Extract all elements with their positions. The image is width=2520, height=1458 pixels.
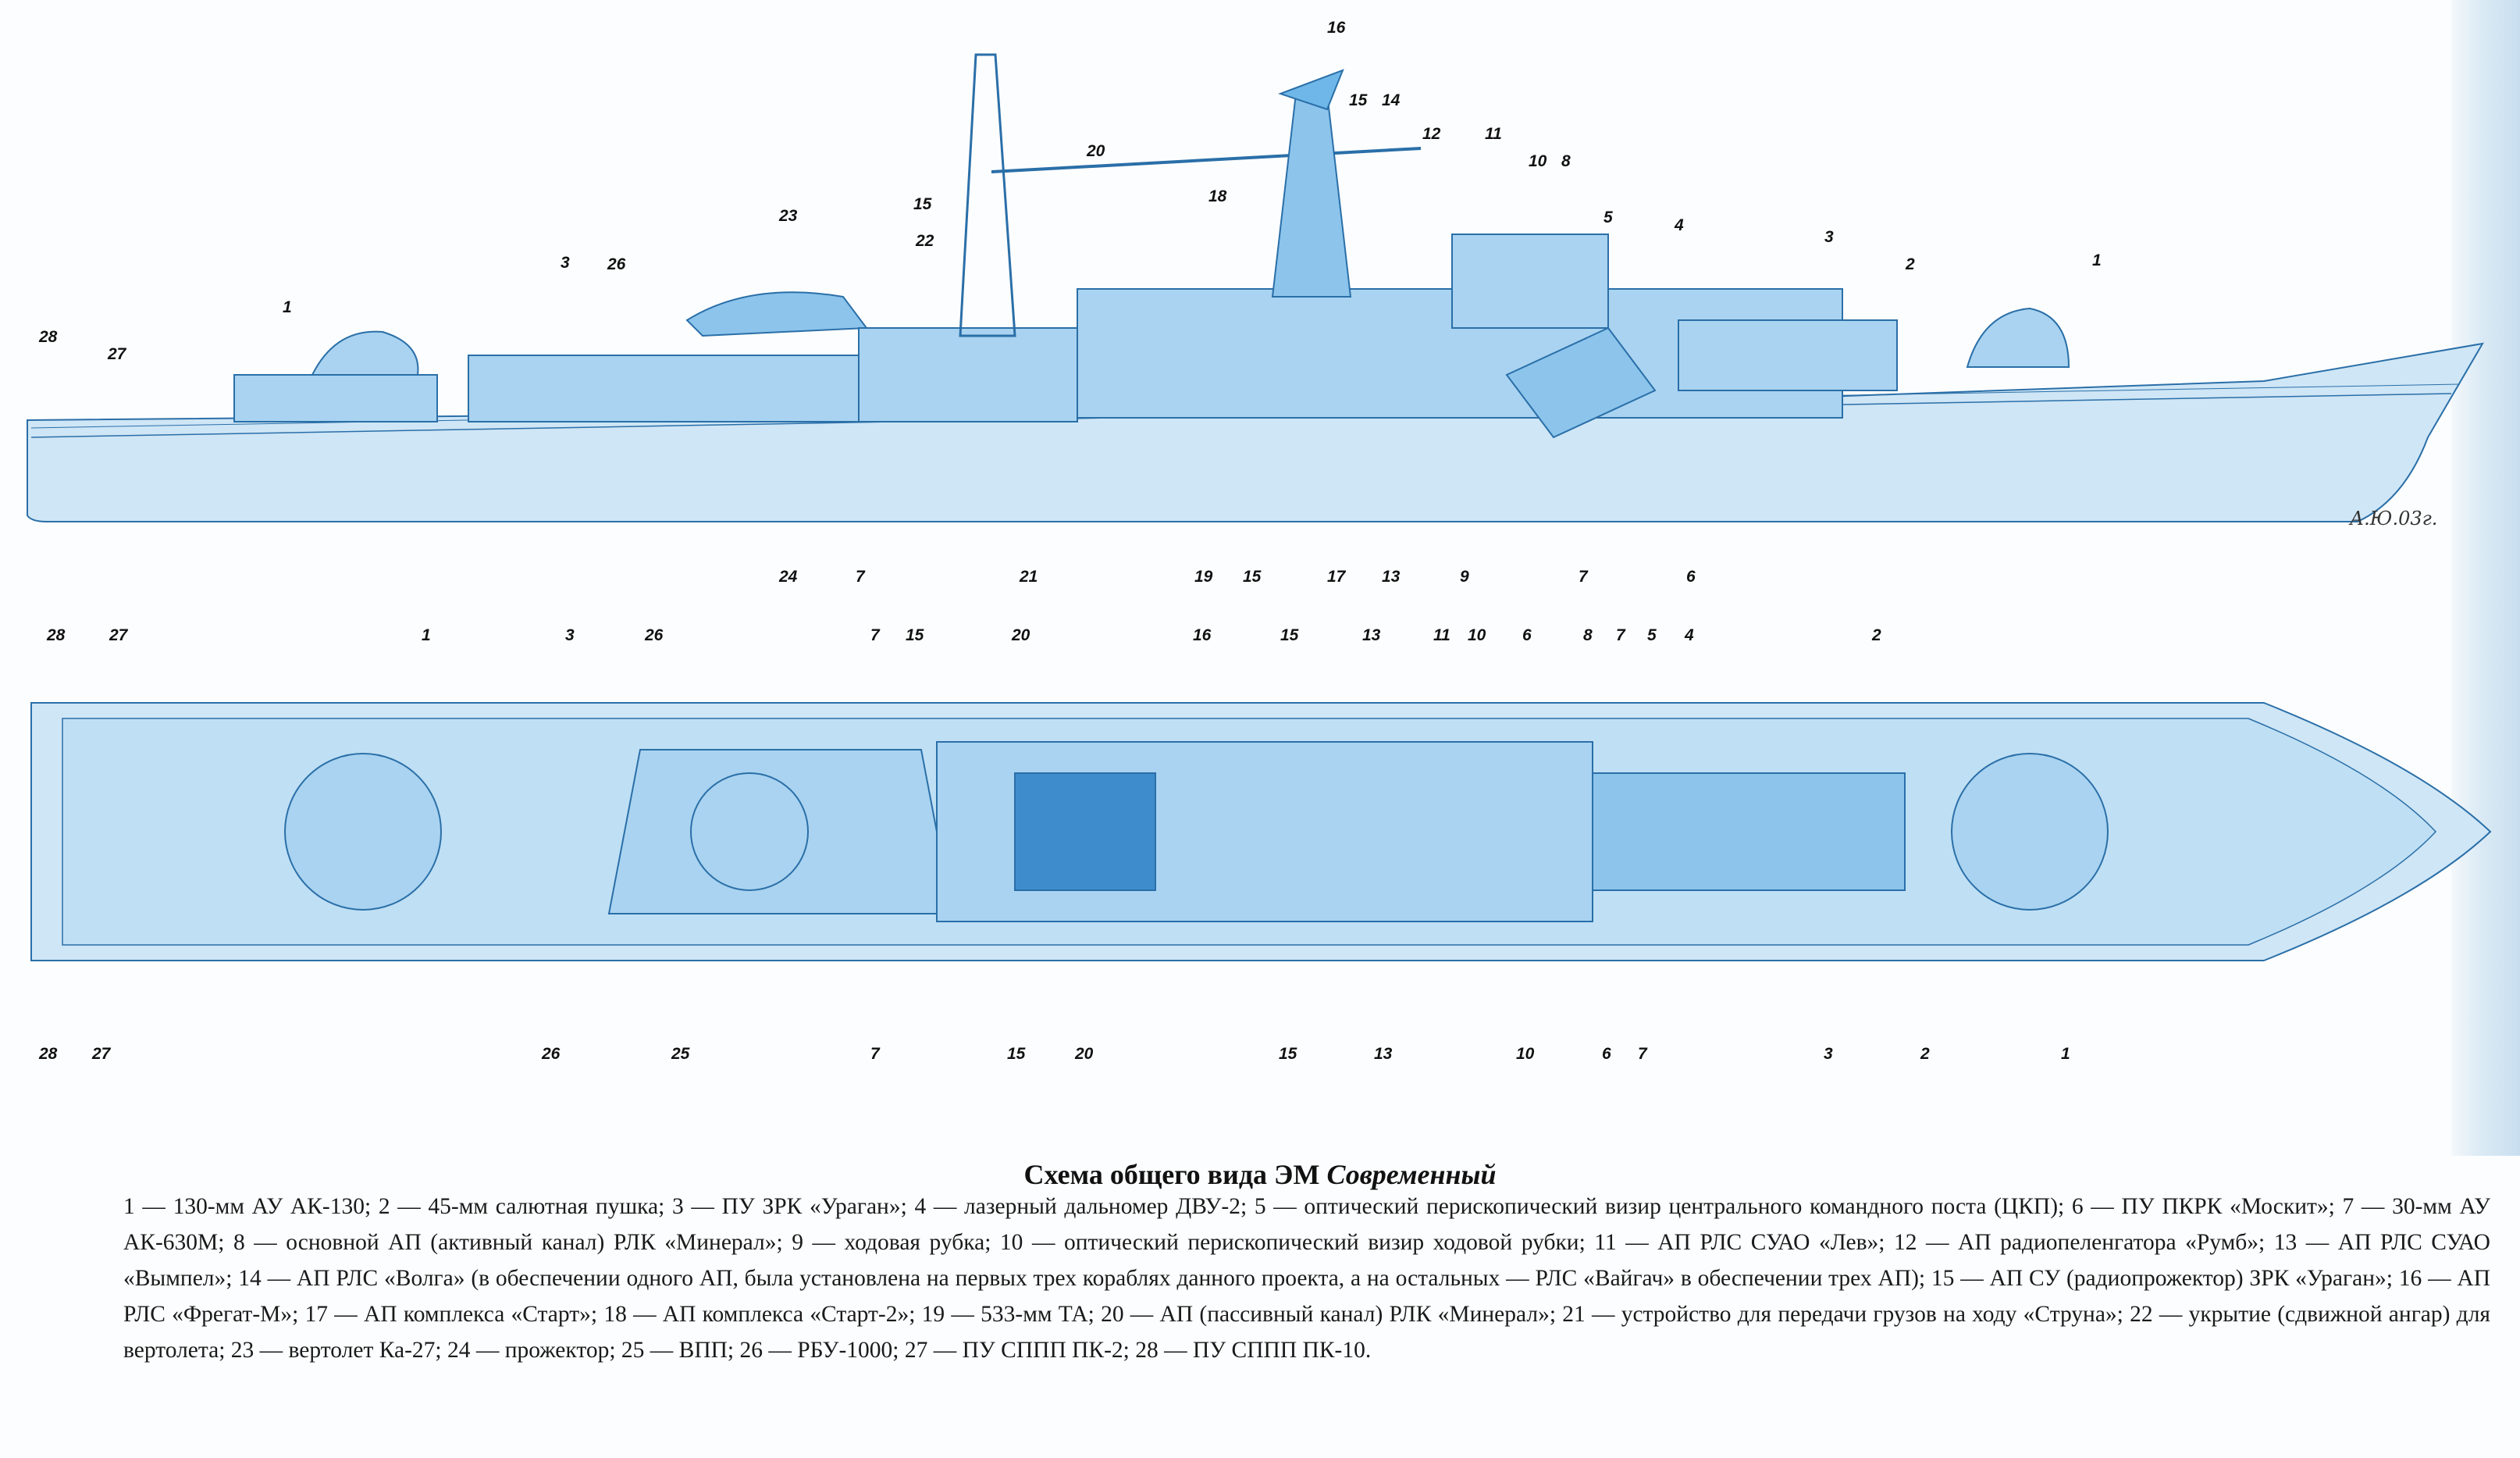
side-label: 4 [1674, 216, 1684, 234]
plan-fwd-block [1592, 772, 1906, 891]
plan-label: 7 [1638, 1045, 1648, 1063]
plan-label: 7 [870, 626, 881, 644]
fwd-superstructure [1678, 319, 1898, 391]
plan-label: 10 [1516, 1045, 1535, 1063]
plan-label: 2 [1871, 626, 1881, 644]
side-label: 24 [778, 568, 798, 586]
plan-label: 13 [1362, 626, 1381, 644]
plan-label: 7 [1616, 626, 1626, 644]
plan-label: 16 [1193, 626, 1212, 644]
side-label: 12 [1422, 125, 1441, 143]
callout-labels: 28 27 1 3 26 23 22 15 20 18 16 15 14 12 … [38, 19, 2102, 1063]
side-label: 1 [283, 298, 292, 316]
plan-label: 1 [2061, 1045, 2070, 1063]
side-label: 13 [1382, 568, 1401, 586]
side-hull [27, 342, 2484, 522]
side-label: 20 [1086, 142, 1105, 160]
caption-title-ship: Современный [1326, 1159, 1497, 1190]
radar-antenna [1278, 69, 1344, 111]
side-label: 17 [1327, 568, 1347, 586]
plan-label: 7 [870, 1045, 881, 1063]
bridge-block [1451, 233, 1609, 329]
side-label: 11 [1485, 125, 1502, 143]
artist-signature: А.Ю.03г. [2350, 508, 2438, 529]
missile-launchers [1505, 326, 1657, 439]
fwd-turret [1966, 307, 2070, 368]
plan-label: 27 [109, 626, 129, 644]
plan-view [30, 702, 2492, 961]
side-label: 9 [1460, 568, 1469, 586]
side-label: 7 [856, 568, 866, 586]
flight-deck [607, 749, 954, 914]
plan-label: 15 [1007, 1045, 1026, 1063]
side-label: 5 [1603, 209, 1613, 226]
plan-label: 15 [1280, 626, 1299, 644]
side-label: 23 [778, 207, 798, 225]
aft-turret-base [233, 374, 438, 422]
plan-label: 26 [644, 626, 664, 644]
main-mast [1271, 93, 1352, 298]
side-label: 26 [607, 255, 626, 273]
ship-drawing: 28 27 1 3 26 23 22 15 20 18 16 15 14 12 … [27, 19, 2492, 1063]
side-label: 15 [913, 195, 932, 213]
aft-lattice-mast [959, 53, 1016, 337]
side-label: 28 [38, 328, 58, 346]
plan-label: 3 [565, 626, 575, 644]
side-label: 15 [1243, 568, 1262, 586]
plan-label: 28 [38, 1045, 58, 1063]
plan-label: 5 [1647, 626, 1657, 644]
side-label: 14 [1382, 91, 1401, 109]
side-view [27, 53, 2484, 522]
side-label: 18 [1208, 187, 1227, 205]
side-label: 6 [1686, 568, 1696, 586]
side-label: 15 [1349, 91, 1368, 109]
caption-title-plain: Схема общего вида ЭМ [1023, 1159, 1327, 1190]
plan-label: 25 [671, 1045, 690, 1063]
aft-superstructure [468, 355, 860, 422]
plan-label: 2 [1920, 1045, 1930, 1063]
plan-label: 3 [1824, 1045, 1833, 1063]
plan-label: 27 [91, 1045, 112, 1063]
side-label: 16 [1327, 19, 1346, 37]
side-label: 22 [915, 232, 934, 250]
plan-label: 26 [541, 1045, 561, 1063]
landing-circle [690, 772, 809, 891]
aft-turret-ring [284, 753, 442, 911]
side-label: 1 [2092, 251, 2102, 269]
plan-label: 6 [1522, 626, 1532, 644]
side-label: 7 [1579, 568, 1589, 586]
plan-label: 28 [46, 626, 66, 644]
side-label: 3 [561, 254, 570, 272]
side-label: 10 [1529, 152, 1547, 170]
side-label: 8 [1561, 152, 1571, 170]
side-label: 19 [1194, 568, 1213, 586]
plan-label: 15 [906, 626, 924, 644]
helicopter [685, 291, 868, 337]
plan-label: 20 [1011, 626, 1030, 644]
side-label: 2 [1905, 255, 1915, 273]
plan-label: 10 [1468, 626, 1486, 644]
aft-turret [311, 330, 419, 376]
plan-label: 13 [1374, 1045, 1393, 1063]
side-label: 21 [1019, 568, 1038, 586]
plan-label: 1 [422, 626, 431, 644]
plan-label: 20 [1074, 1045, 1094, 1063]
plan-label: 11 [1433, 626, 1450, 644]
plan-label: 8 [1583, 626, 1593, 644]
legend-text: 1 — 130-мм АУ АК-130; 2 — 45-мм салютная… [123, 1194, 2490, 1363]
fwd-turret-ring [1951, 753, 2109, 911]
plan-label: 6 [1602, 1045, 1611, 1063]
side-label: 27 [107, 345, 127, 363]
plan-label: 15 [1279, 1045, 1297, 1063]
adjacent-page-edge [2451, 0, 2520, 1156]
caption-title: Схема общего вида ЭМ Современный [0, 1158, 2520, 1191]
side-label: 3 [1824, 228, 1834, 246]
plan-label: 4 [1684, 626, 1694, 644]
hangar [858, 327, 1078, 422]
plan-dark-block [1014, 772, 1156, 891]
crane-arm [991, 147, 1422, 173]
